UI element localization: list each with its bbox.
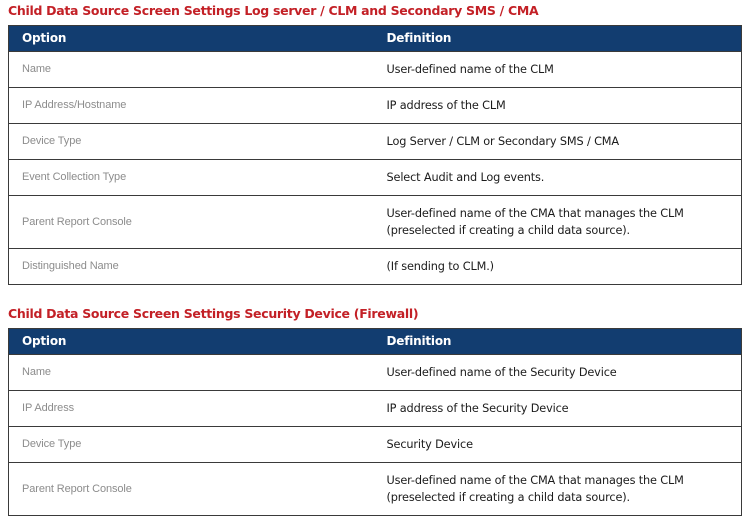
column-header-definition: Definition xyxy=(377,25,742,52)
cell-option: Parent Report Console xyxy=(8,462,378,516)
cell-definition: User-defined name of the CMA that manage… xyxy=(377,462,742,516)
table-row: Device Type Security Device xyxy=(8,426,742,463)
section-title: Child Data Source Screen Settings Securi… xyxy=(8,306,419,321)
cell-option: IP Address/Hostname xyxy=(8,87,378,124)
settings-table-security-device: Option Definition Name User-defined name… xyxy=(8,328,742,516)
cell-option: IP Address xyxy=(8,390,378,427)
cell-option: Device Type xyxy=(8,123,378,160)
cell-definition: User-defined name of the CMA that manage… xyxy=(377,195,742,249)
table-row: Name User-defined name of the CLM xyxy=(8,51,742,88)
cell-definition: User-defined name of the Security Device xyxy=(377,354,742,391)
definition-line: (preselected if creating a child data so… xyxy=(386,491,631,504)
cell-option: Event Collection Type xyxy=(8,159,378,196)
definition-line: User-defined name of the CMA that manage… xyxy=(386,474,684,487)
definition-line: User-defined name of the CLM xyxy=(386,63,554,76)
section-security-device: Child Data Source Screen Settings Securi… xyxy=(8,285,742,516)
table-header-row: Option Definition xyxy=(8,25,742,52)
table-row: Name User-defined name of the Security D… xyxy=(8,354,742,391)
table-row: Device Type Log Server / CLM or Secondar… xyxy=(8,123,742,160)
table-row: Parent Report Console User-defined name … xyxy=(8,195,742,249)
table-row: Distinguished Name (If sending to CLM.) xyxy=(8,248,742,285)
table-header: Option Definition xyxy=(8,328,742,355)
definition-line: User-defined name of the CMA that manage… xyxy=(386,207,684,220)
cell-definition: User-defined name of the CLM xyxy=(377,51,742,88)
cell-option: Name xyxy=(8,51,378,88)
definition-line: Security Device xyxy=(386,438,474,451)
definition-line: Log Server / CLM or Secondary SMS / CMA xyxy=(386,135,620,148)
column-header-definition: Definition xyxy=(377,328,742,355)
cell-definition: Select Audit and Log events. xyxy=(377,159,742,196)
table-row: Parent Report Console User-defined name … xyxy=(8,462,742,516)
cell-option: Name xyxy=(8,354,378,391)
cell-option: Distinguished Name xyxy=(8,248,378,285)
table-header-row: Option Definition xyxy=(8,328,742,355)
settings-table-log-server: Option Definition Name User-defined name… xyxy=(8,25,742,285)
definition-line: Select Audit and Log events. xyxy=(386,171,545,184)
table-body: Name User-defined name of the Security D… xyxy=(8,354,742,516)
table-header: Option Definition xyxy=(8,25,742,52)
table-row: IP Address IP address of the Security De… xyxy=(8,390,742,427)
cell-definition: (If sending to CLM.) xyxy=(377,248,742,285)
definition-line: IP address of the Security Device xyxy=(386,402,569,415)
cell-option: Device Type xyxy=(8,426,378,463)
cell-definition: IP address of the Security Device xyxy=(377,390,742,427)
section-log-server-clm: Child Data Source Screen Settings Log se… xyxy=(8,0,742,285)
table-row: IP Address/Hostname IP address of the CL… xyxy=(8,87,742,124)
definition-line: User-defined name of the Security Device xyxy=(386,366,617,379)
definition-line: IP address of the CLM xyxy=(386,99,506,112)
cell-definition: IP address of the CLM xyxy=(377,87,742,124)
column-header-option: Option xyxy=(8,25,378,52)
cell-definition: Security Device xyxy=(377,426,742,463)
definition-line: (If sending to CLM.) xyxy=(386,260,495,273)
table-body: Name User-defined name of the CLM IP Add… xyxy=(8,51,742,285)
cell-definition: Log Server / CLM or Secondary SMS / CMA xyxy=(377,123,742,160)
table-row: Event Collection Type Select Audit and L… xyxy=(8,159,742,196)
document-page: Child Data Source Screen Settings Log se… xyxy=(8,0,742,516)
section-title: Child Data Source Screen Settings Log se… xyxy=(8,3,539,18)
definition-line: (preselected if creating a child data so… xyxy=(386,224,631,237)
cell-option: Parent Report Console xyxy=(8,195,378,249)
column-header-option: Option xyxy=(8,328,378,355)
